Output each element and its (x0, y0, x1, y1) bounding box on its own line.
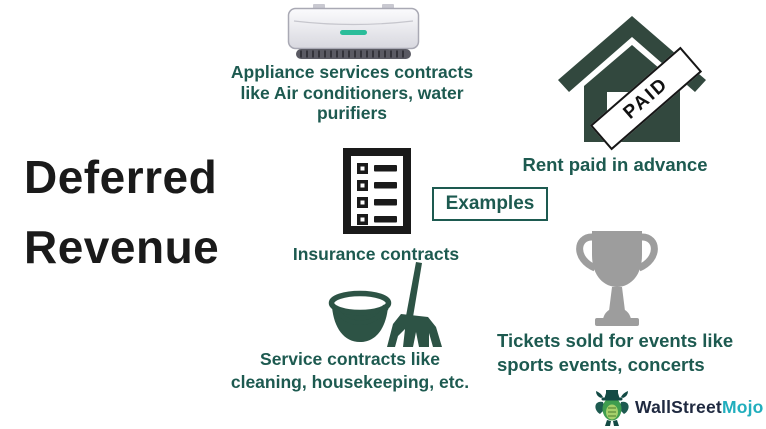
service-line1: Service contracts like (260, 349, 440, 369)
wallstreetmojo-logo: WallStreetMojo (592, 387, 764, 427)
tickets-line2: sports events, concerts (497, 354, 705, 375)
trophy-icon (576, 231, 658, 326)
service-line2: cleaning, housekeeping, etc. (230, 371, 470, 392)
cleaning-bucket-broom-icon (328, 262, 442, 347)
insurance-label: Insurance contracts (292, 244, 460, 264)
examples-box: Examples (432, 187, 548, 221)
service-label: Service contracts like cleaning, houseke… (222, 348, 478, 393)
contract-list-icon (343, 148, 411, 234)
logo-text-mojo: Mojo (721, 396, 764, 417)
appliance-line3: purifiers (316, 103, 388, 123)
appliance-label: Appliance services contracts like Air co… (228, 62, 476, 124)
title-line1: Deferred (24, 151, 218, 203)
tickets-label: Tickets sold for events like sports even… (497, 329, 737, 377)
title-line2: Revenue (24, 221, 220, 273)
appliance-line1: Appliance services contracts (230, 62, 474, 82)
tickets-line1: Tickets sold for events like (497, 330, 734, 351)
page-title: Deferred Revenue (24, 142, 219, 282)
air-conditioner-icon (287, 4, 420, 59)
appliance-line2: like Air conditioners, water (240, 82, 464, 103)
logo-text: WallStreetMojo (635, 397, 764, 418)
bull-mascot-icon (595, 390, 629, 426)
logo-text-wallstreet: WallStreet (635, 396, 722, 417)
rent-label: Rent paid in advance (522, 154, 708, 175)
